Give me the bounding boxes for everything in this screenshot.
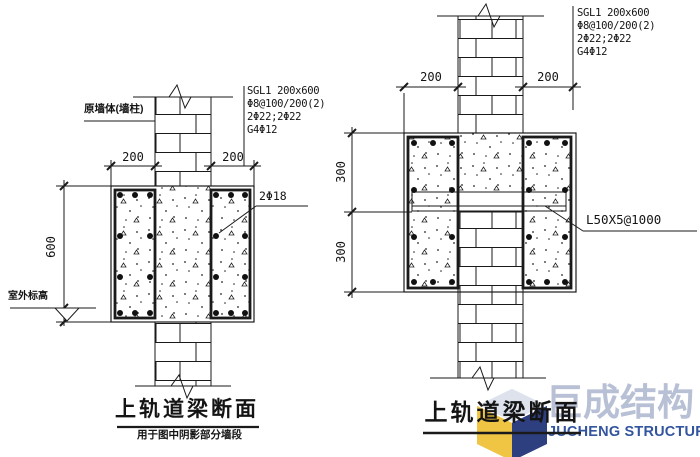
rebar-dots [117, 192, 248, 316]
right-figure-title: 上轨道梁断面 [424, 399, 581, 425]
left-beam-note-line1: SGL1 200x600 [247, 85, 320, 97]
left-height-dimension [10, 120, 155, 327]
break-line-bottom [135, 373, 231, 400]
left-beam-note-line4: G4Φ12 [247, 124, 278, 136]
right-angle-callout: L50X5@1000 [586, 212, 662, 227]
left-wall-masonry [154, 96, 212, 387]
right-height-dimensions [344, 127, 412, 298]
watermark-chinese: 巨成结构 [546, 382, 694, 423]
watermark-english: JUCHENG STRUCTURE [548, 424, 700, 440]
left-dim-600: 600 [44, 236, 58, 258]
left-beam-note-line2: Φ8@100/200(2) [247, 98, 326, 110]
right-dim-200-right: 200 [537, 70, 559, 84]
left-dim-200-left: 200 [122, 150, 144, 164]
steel-angle-band [411, 191, 567, 212]
right-beam-section [403, 132, 577, 293]
right-dim-200-left: 200 [420, 70, 442, 84]
left-elevation-label: 室外标高 [8, 291, 48, 302]
left-beam-note-line3: 2Φ22;2Φ22 [247, 111, 302, 123]
right-dim-300-upper: 300 [334, 161, 348, 183]
rebar-dots [411, 140, 568, 285]
break-line-bottom [430, 365, 546, 392]
left-width-dimensions [104, 160, 261, 186]
left-beam-section [110, 185, 255, 323]
angle-callout-leader [544, 205, 697, 232]
left-dim-200-right: 200 [222, 150, 244, 164]
right-beam-note-line3: 2Φ22;2Φ22 [577, 33, 632, 45]
right-beam-note-line2: Φ8@100/200(2) [577, 20, 656, 32]
break-line-top [437, 2, 544, 29]
right-width-dimensions [396, 82, 581, 133]
break-line-top [133, 83, 233, 110]
elevation-mark-icon [53, 307, 81, 322]
right-beam-note-line1: SGL1 200x600 [577, 7, 650, 19]
left-rebar-leader [218, 205, 308, 234]
left-figure-title: 上轨道梁断面 [115, 398, 259, 421]
left-rebar-callout: 2Φ18 [259, 189, 287, 203]
right-section-drawing [344, 2, 697, 435]
right-beam-note-line4: G4Φ12 [577, 46, 608, 58]
watermark-cube-logo [475, 387, 549, 457]
left-section-drawing [10, 83, 308, 429]
right-wall-masonry [457, 15, 524, 379]
left-figure-subtitle: 用于图中阴影部分墙段 [137, 429, 242, 441]
right-dim-300-lower: 300 [334, 241, 348, 263]
left-wall-label: 原墙体(墙柱) [84, 103, 144, 115]
